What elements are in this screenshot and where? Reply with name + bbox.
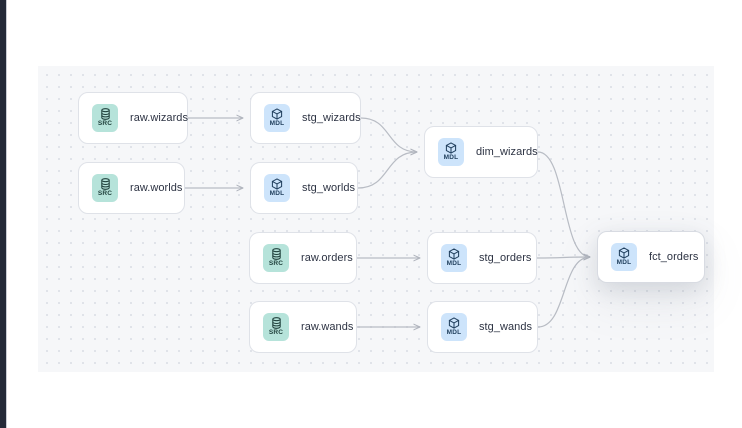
database-icon: SRC: [92, 174, 118, 202]
lineage-node-stg_orders[interactable]: MDL stg_orders: [427, 232, 537, 284]
lineage-node-raw_wands[interactable]: SRC raw.wands: [249, 301, 357, 353]
node-kind-label: MDL: [446, 260, 462, 268]
node-kind-label: SRC: [97, 120, 113, 128]
node-kind-label: SRC: [268, 260, 284, 268]
database-icon: SRC: [92, 104, 118, 132]
lineage-graph-canvas[interactable]: [38, 66, 714, 372]
node-label: dim_wizards: [476, 146, 538, 158]
node-kind-label: MDL: [446, 329, 462, 337]
cube-icon: MDL: [441, 244, 467, 272]
lineage-node-stg_wands[interactable]: MDL stg_wands: [427, 301, 538, 353]
node-label: stg_wands: [479, 321, 533, 333]
node-label: stg_orders: [479, 252, 532, 264]
lineage-node-raw_orders[interactable]: SRC raw.orders: [249, 232, 357, 284]
lineage-node-raw_worlds[interactable]: SRC raw.worlds: [78, 162, 185, 214]
database-icon: SRC: [263, 244, 289, 272]
node-label: raw.wands: [301, 321, 354, 333]
lineage-node-fct_orders[interactable]: MDL fct_orders: [597, 231, 705, 283]
lineage-node-raw_wizards[interactable]: SRC raw.wizards: [78, 92, 188, 144]
node-label: stg_wizards: [302, 112, 361, 124]
lineage-node-stg_worlds[interactable]: MDL stg_worlds: [250, 162, 358, 214]
node-kind-label: MDL: [616, 259, 632, 267]
lineage-node-dim_wizards[interactable]: MDL dim_wizards: [424, 126, 538, 178]
lineage-node-stg_wizards[interactable]: MDL stg_wizards: [250, 92, 361, 144]
node-label: raw.orders: [301, 252, 353, 264]
app-left-rail: [0, 0, 6, 428]
node-kind-label: MDL: [269, 190, 285, 198]
cube-icon: MDL: [611, 243, 637, 271]
app-left-rail-divider: [6, 0, 7, 428]
node-label: raw.wizards: [130, 112, 189, 124]
node-label: fct_orders: [649, 251, 699, 263]
node-kind-label: MDL: [269, 120, 285, 128]
node-label: raw.worlds: [130, 182, 183, 194]
cube-icon: MDL: [438, 138, 464, 166]
node-kind-label: MDL: [443, 154, 459, 162]
node-label: stg_worlds: [302, 182, 356, 194]
database-icon: SRC: [263, 313, 289, 341]
node-kind-label: SRC: [268, 329, 284, 337]
node-kind-label: SRC: [97, 190, 113, 198]
cube-icon: MDL: [264, 174, 290, 202]
cube-icon: MDL: [264, 104, 290, 132]
cube-icon: MDL: [441, 313, 467, 341]
